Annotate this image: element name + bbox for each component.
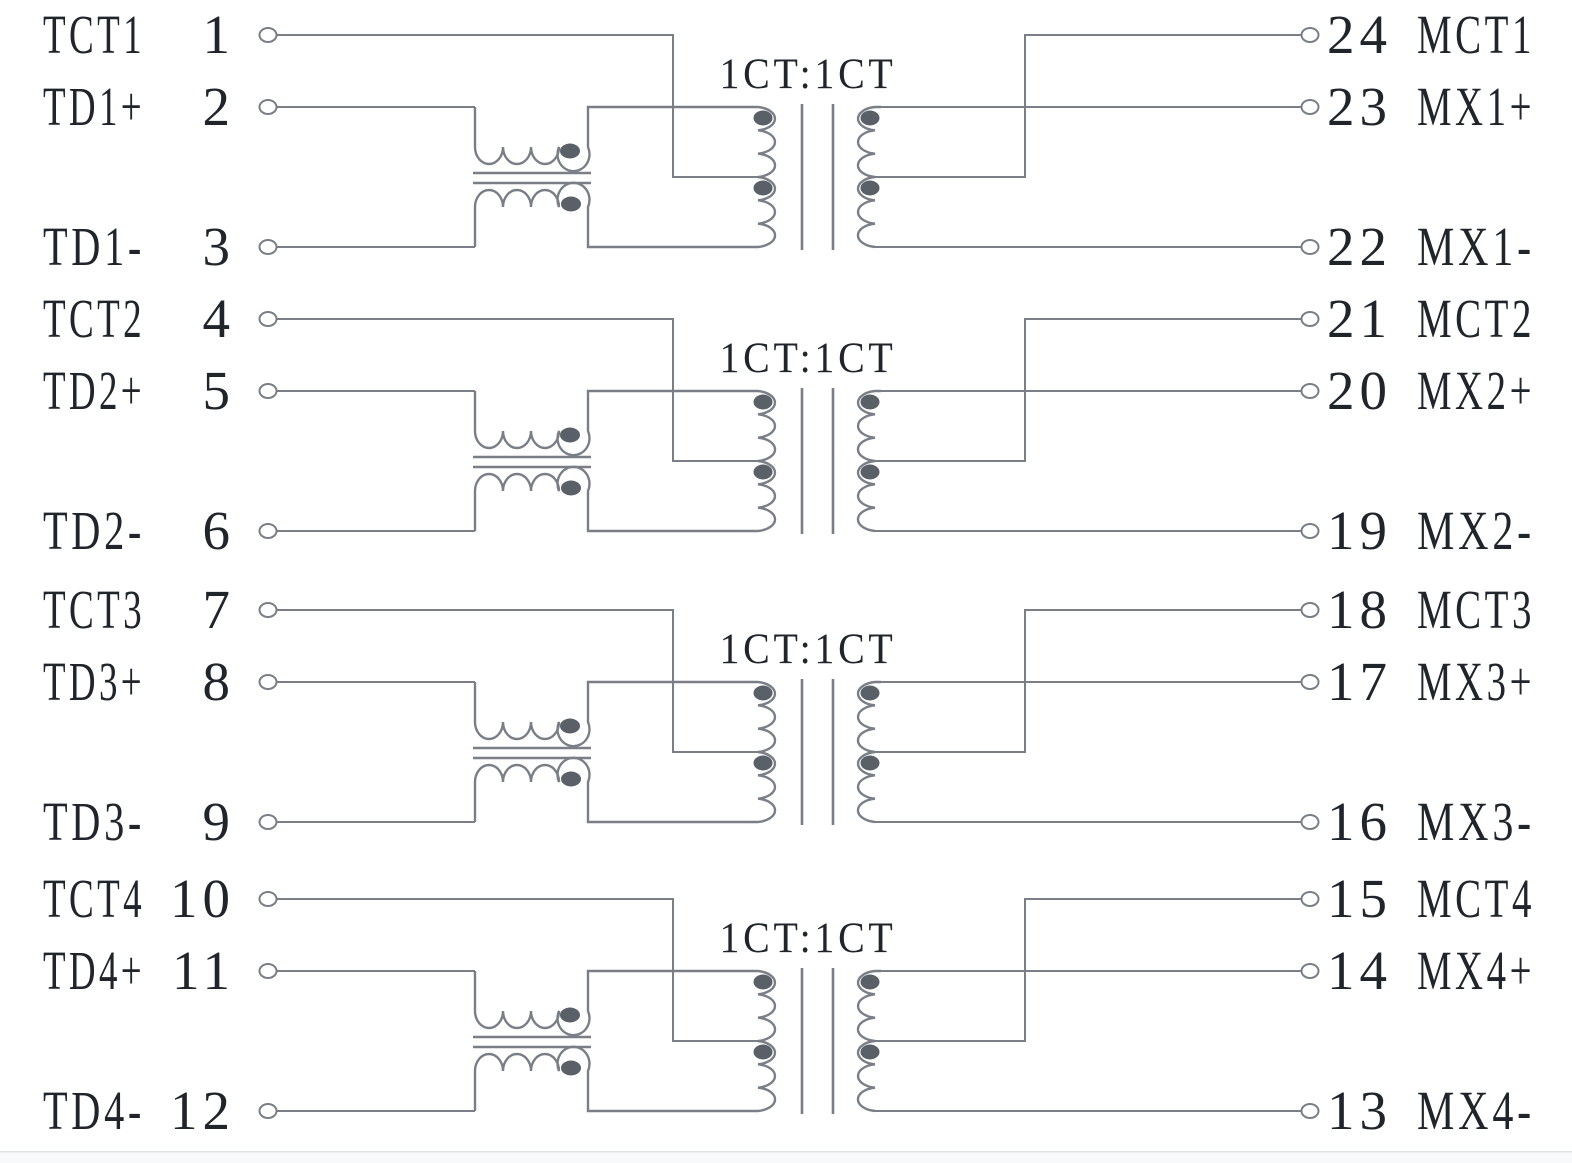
channel-3-labels: 1CT:1CT TCT3 7 TD3+ 8 TD3- 9 18 MCT3 17 … — [43, 579, 1535, 852]
pin-name-mx1m: MX1- — [1417, 216, 1535, 277]
pin-number-10: 10 — [170, 868, 235, 929]
turns-ratio-label: 1CT:1CT — [720, 51, 897, 98]
pin-name-mx4p: MX4+ — [1417, 940, 1535, 1001]
channel-1-labels: 1CT:1CT TCT1 1 TD1+ 2 TD1- 3 24 MCT1 23 … — [43, 4, 1535, 277]
pin-number-1: 1 — [203, 4, 236, 65]
pin-name-tct4: TCT4 — [43, 868, 145, 929]
pin-name-td3p: TD3+ — [43, 651, 145, 712]
pin-number-2: 2 — [203, 76, 236, 137]
pin-name-td4m: TD4- — [43, 1080, 145, 1141]
pin-name-tct3: TCT3 — [43, 579, 145, 640]
pin-name-tct2: TCT2 — [43, 288, 145, 349]
pin-name-td4p: TD4+ — [43, 940, 145, 1001]
pin-number-6: 6 — [203, 500, 236, 561]
pin-number-7: 7 — [203, 579, 236, 640]
turns-ratio-label: 1CT:1CT — [720, 915, 897, 962]
turns-ratio-label: 1CT:1CT — [720, 626, 897, 673]
pin-name-mx2m: MX2- — [1417, 500, 1535, 561]
pin-number-20: 20 — [1327, 360, 1392, 421]
pin-number-9: 9 — [203, 791, 236, 852]
page-bottom-divider — [0, 1151, 1572, 1153]
pin-number-16: 16 — [1327, 791, 1392, 852]
pin-name-mct4: MCT4 — [1417, 868, 1535, 929]
pin-number-22: 22 — [1327, 216, 1392, 277]
pin-number-21: 21 — [1327, 288, 1392, 349]
pin-number-8: 8 — [203, 651, 236, 712]
pin-number-14: 14 — [1327, 940, 1392, 1001]
channel-4-labels: 1CT:1CT TCT4 10 TD4+ 11 TD4- 12 15 MCT4 … — [43, 868, 1535, 1141]
pin-name-mx4m: MX4- — [1417, 1080, 1535, 1141]
pin-number-17: 17 — [1327, 651, 1392, 712]
pin-name-mct2: MCT2 — [1417, 288, 1535, 349]
pin-name-mct1: MCT1 — [1417, 4, 1535, 65]
pin-number-3: 3 — [203, 216, 236, 277]
pin-number-12: 12 — [170, 1080, 235, 1141]
pin-number-18: 18 — [1327, 579, 1392, 640]
pin-name-tct1: TCT1 — [43, 4, 145, 65]
pin-name-mx3p: MX3+ — [1417, 651, 1535, 712]
turns-ratio-label: 1CT:1CT — [720, 335, 897, 382]
page-bottom-area — [0, 1152, 1572, 1163]
pin-name-mx2p: MX2+ — [1417, 360, 1535, 421]
pin-number-24: 24 — [1327, 4, 1392, 65]
pin-number-15: 15 — [1327, 868, 1392, 929]
pin-number-13: 13 — [1327, 1080, 1392, 1141]
channel-2-labels: 1CT:1CT TCT2 4 TD2+ 5 TD2- 6 21 MCT2 20 … — [43, 288, 1535, 561]
pin-name-td3m: TD3- — [43, 791, 145, 852]
pin-name-td1m: TD1- — [43, 216, 145, 277]
pin-name-mct3: MCT3 — [1417, 579, 1535, 640]
pin-number-4: 4 — [203, 288, 236, 349]
pin-name-mx3m: MX3- — [1417, 791, 1535, 852]
pin-name-td2p: TD2+ — [43, 360, 145, 421]
pin-number-11: 11 — [172, 940, 235, 1001]
pin-number-23: 23 — [1327, 76, 1392, 137]
pin-name-td1p: TD1+ — [43, 76, 145, 137]
pin-number-19: 19 — [1327, 500, 1392, 561]
pin-number-5: 5 — [203, 360, 236, 421]
pin-name-mx1p: MX1+ — [1417, 76, 1535, 137]
pin-name-td2m: TD2- — [43, 500, 145, 561]
